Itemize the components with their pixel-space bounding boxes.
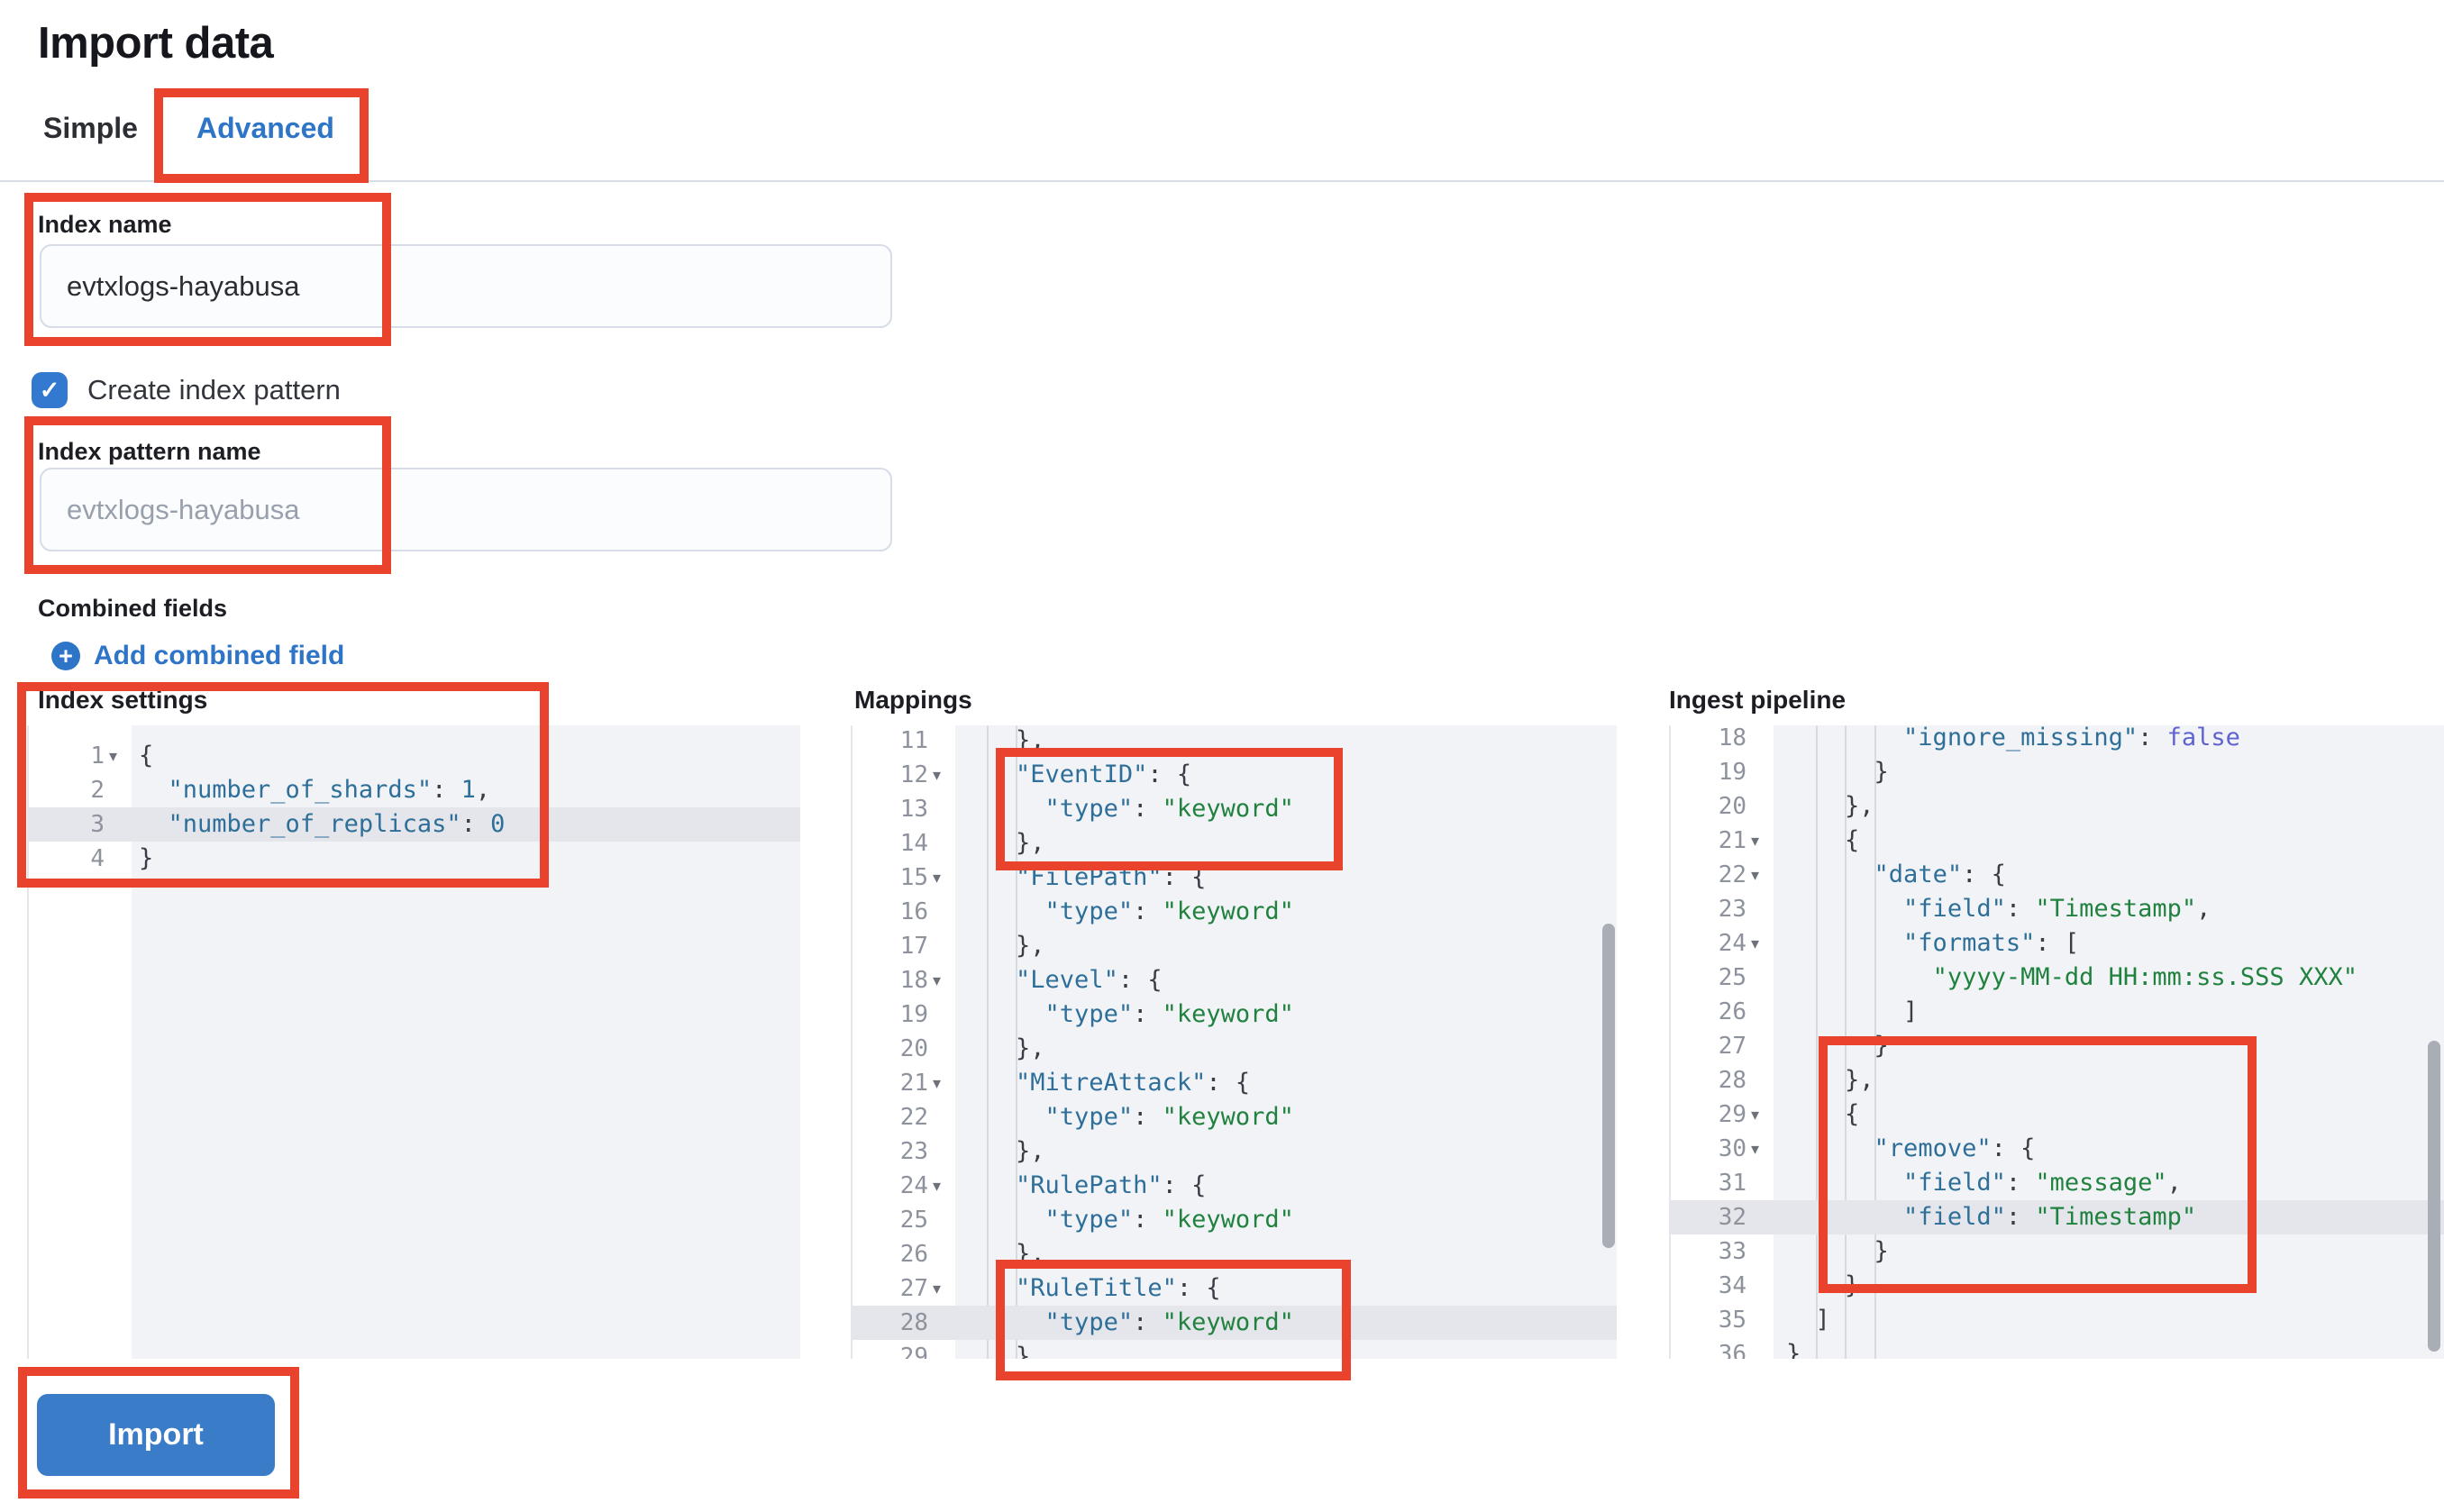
code-line-14: }, [957, 829, 1045, 857]
combined-fields-label: Combined fields [38, 595, 228, 622]
code-line-33: } [1786, 1237, 1889, 1265]
active-line-highlight [29, 807, 800, 842]
fold-chevron-down-icon: ▾ [1751, 865, 1760, 885]
code-line-21: { [1786, 826, 1860, 854]
code-line-1: { [139, 742, 154, 770]
tabs-divider [0, 180, 2444, 182]
fold-chevron-down-icon: ▾ [1751, 934, 1760, 953]
code-line-28: }, [1786, 1066, 1874, 1094]
code-line-18: "Level": { [1016, 966, 1163, 994]
code-line-35: ] [1786, 1306, 1830, 1334]
index-name-label: Index name [38, 211, 172, 238]
index-pattern-name-input[interactable] [40, 468, 892, 551]
code-line-34: } [1786, 1271, 1860, 1299]
code-line-27: } [1786, 1032, 1889, 1060]
fold-chevron-down-icon: ▾ [933, 1279, 942, 1298]
code-area[interactable]: "ignore_missing": false } }, { "date": {… [1774, 725, 2444, 1359]
ingest-pipeline-label: Ingest pipeline [1669, 686, 1847, 714]
create-index-pattern-checkbox[interactable]: ✓ [32, 372, 68, 408]
code-line-4: } [139, 844, 154, 872]
code-line-31: "field": "message", [1903, 1169, 2182, 1197]
index-settings-label: Index settings [38, 686, 208, 714]
code-line-26: }, [957, 1240, 1045, 1268]
code-line-27: "RuleTitle": { [1016, 1274, 1221, 1302]
fold-chevron-down-icon: ▾ [109, 746, 118, 766]
code-line-13: "type": "keyword" [1044, 795, 1294, 823]
index-pattern-name-label: Index pattern name [38, 438, 261, 465]
code-line-32: "field": "Timestamp" [1903, 1203, 2197, 1231]
create-index-pattern-row[interactable]: ✓ Create index pattern [32, 372, 341, 408]
code-line-12: "EventID": { [1016, 761, 1192, 788]
plus-circle-icon: + [51, 642, 80, 670]
code-line-25: "type": "keyword" [1044, 1206, 1294, 1234]
page-title: Import data [38, 19, 274, 68]
fold-chevron-down-icon: ▾ [933, 1073, 942, 1093]
code-line-30: "remove": { [1874, 1134, 2036, 1162]
code-line-29: }, [957, 1343, 1045, 1359]
code-line-20: }, [957, 1034, 1045, 1062]
fold-chevron-down-icon: ▾ [1751, 1139, 1760, 1159]
code-line-3: "number_of_replicas": 0 [168, 810, 506, 838]
code-area[interactable]: }, "EventID": { "type": "keyword" }, "Fi… [955, 725, 1617, 1359]
ingest-pipeline-scrollbar[interactable] [2428, 1041, 2440, 1352]
code-line-23: }, [957, 1137, 1045, 1165]
fold-chevron-down-icon: ▾ [1751, 831, 1760, 851]
code-line-28: "type": "keyword" [1044, 1308, 1294, 1336]
check-icon: ✓ [39, 376, 60, 404]
fold-chevron-down-icon: ▾ [933, 970, 942, 990]
fold-chevron-down-icon: ▾ [933, 1176, 942, 1196]
code-line-24: "RulePath": { [1016, 1171, 1207, 1199]
code-line-25: "yyyy-MM-dd HH:mm:ss.SSS XXX" [1932, 963, 2357, 991]
add-combined-field-label: Add combined field [94, 641, 345, 670]
add-combined-field-link[interactable]: + Add combined field [51, 641, 344, 671]
code-line-16: "type": "keyword" [1044, 897, 1294, 925]
code-line-23: "field": "Timestamp", [1903, 895, 2211, 923]
code-line-36: } [1786, 1340, 1801, 1359]
create-index-pattern-label: Create index pattern [87, 374, 341, 405]
fold-chevron-down-icon: ▾ [933, 765, 942, 785]
code-line-26: ] [1786, 997, 1919, 1025]
active-line-highlight [853, 1306, 1617, 1340]
code-area[interactable]: { "number_of_shards": 1, "number_of_repl… [132, 725, 800, 1359]
code-line-24: "formats": [ [1903, 929, 2080, 957]
code-line-20: }, [1786, 792, 1874, 820]
fold-chevron-down-icon: ▾ [1751, 1105, 1760, 1125]
code-line-19: "type": "keyword" [1044, 1000, 1294, 1028]
code-line-2: "number_of_shards": 1, [168, 776, 491, 804]
fold-chevron-down-icon: ▾ [933, 868, 942, 888]
code-line-15: "FilePath": { [1016, 863, 1207, 891]
code-line-21: "MitreAttack": { [1016, 1069, 1251, 1097]
tab-simple[interactable]: Simple [43, 112, 138, 144]
code-line-29: { [1786, 1100, 1860, 1128]
code-line-19: } [1786, 758, 1889, 786]
code-line-17: }, [957, 932, 1045, 960]
code-line-22: "type": "keyword" [1044, 1103, 1294, 1131]
active-line-highlight [1671, 1200, 2444, 1234]
mappings-scrollbar[interactable] [1602, 924, 1615, 1248]
code-line-22: "date": { [1874, 861, 2006, 888]
mappings-label: Mappings [854, 686, 972, 714]
index-name-input[interactable] [40, 244, 892, 328]
code-line-11: }, [957, 726, 1045, 754]
code-line-18: "ignore_missing": false [1903, 725, 2240, 751]
tab-advanced[interactable]: Advanced [196, 112, 334, 144]
import-button[interactable]: Import [37, 1394, 275, 1476]
